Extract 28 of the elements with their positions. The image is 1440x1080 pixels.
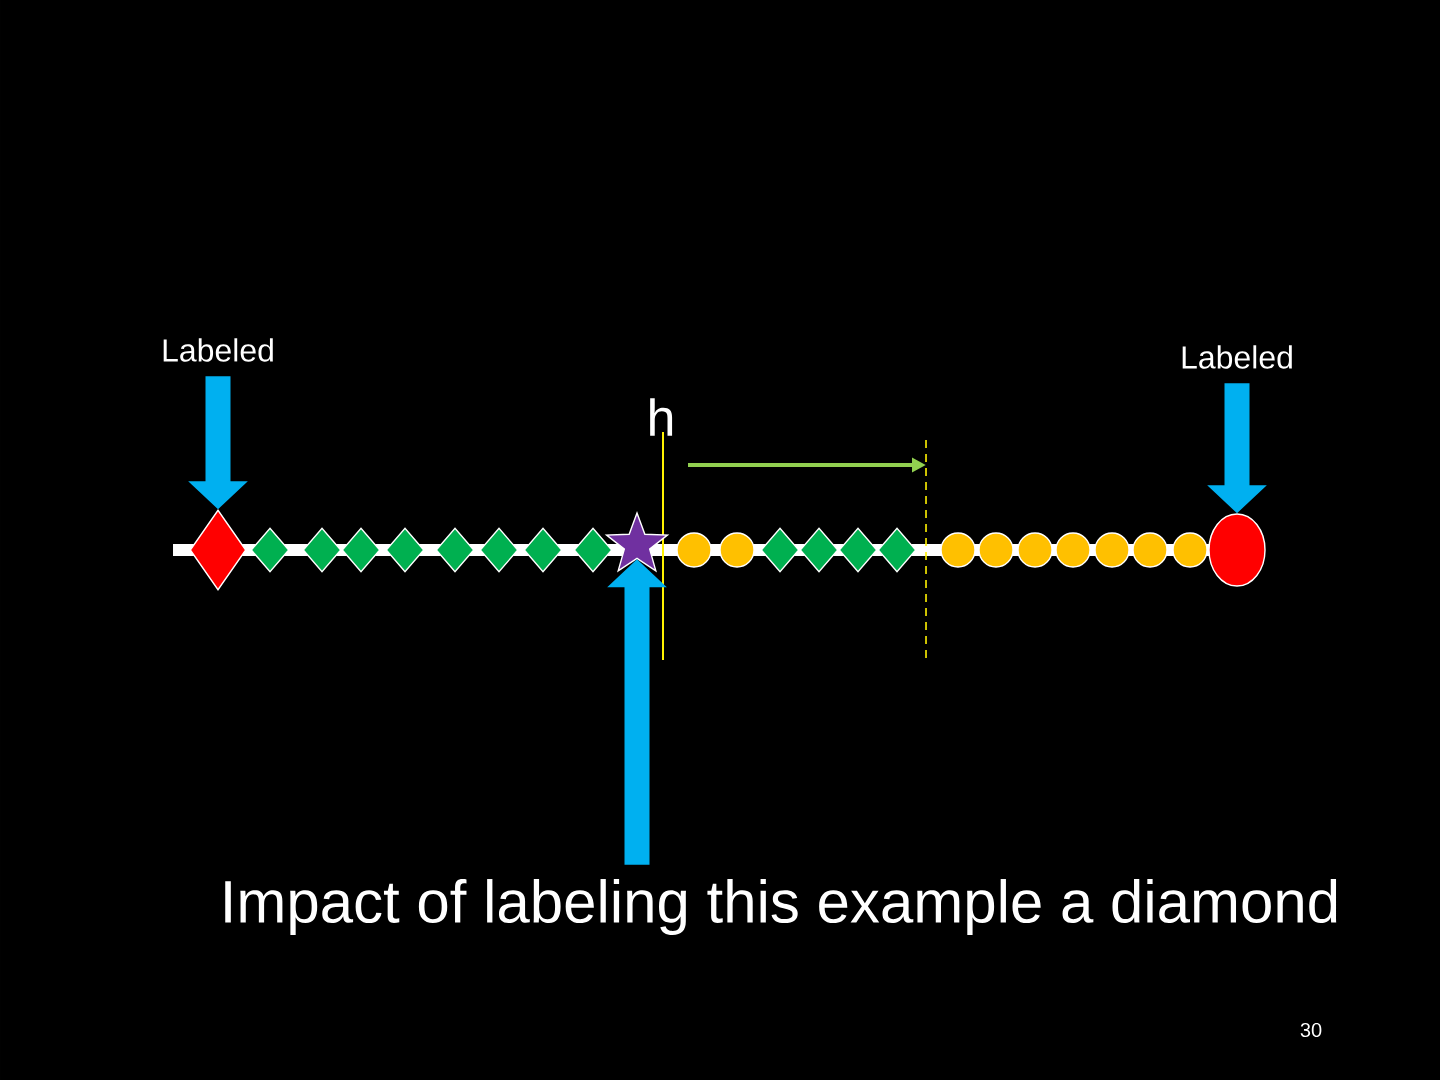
diamond-marker [302, 527, 342, 573]
diamond-marker [877, 527, 917, 573]
diamond-marker [189, 509, 247, 591]
circle-marker [719, 532, 755, 568]
diamond-marker [435, 527, 475, 573]
diamond-marker [838, 527, 878, 573]
circle-marker [1055, 532, 1091, 568]
circle-marker [1132, 532, 1168, 568]
text-label: Labeled [163, 338, 273, 362]
text-label: Impact of labeling this example a diamond [225, 879, 1337, 935]
variable-label: h [650, 398, 673, 436]
circle-marker [676, 532, 712, 568]
circle-marker [940, 532, 976, 568]
diamond-marker [573, 527, 613, 573]
circle-marker [1094, 532, 1130, 568]
diamond-marker [385, 527, 425, 573]
circle-marker [1172, 532, 1208, 568]
circle-marker [1208, 513, 1266, 587]
diamond-marker [479, 527, 519, 573]
diamond-marker [760, 527, 800, 573]
page-number: 30 [1300, 1022, 1322, 1038]
diamond-marker [341, 527, 381, 573]
circle-marker [978, 532, 1014, 568]
diamond-marker [250, 527, 290, 573]
text-label: Labeled [1182, 345, 1292, 369]
diamond-marker [799, 527, 839, 573]
circle-marker [1017, 532, 1053, 568]
diamond-marker [523, 527, 563, 573]
